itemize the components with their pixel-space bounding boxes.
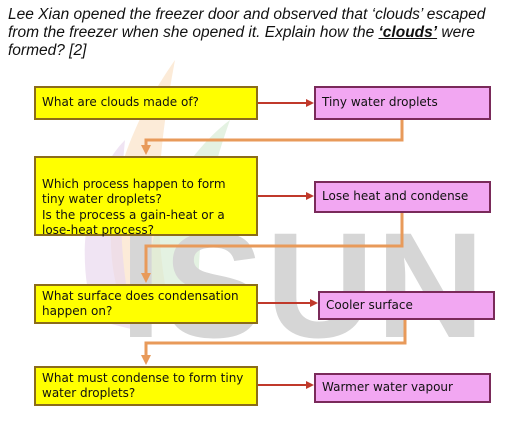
elbow-1-to-2	[141, 120, 404, 155]
answer-box-1: Tiny water droplets	[314, 86, 491, 120]
clouds-emphasis: ‘clouds’	[378, 24, 438, 41]
prompt-text-1: What are clouds made of?	[42, 95, 199, 110]
answer-box-2: Lose heat and condense	[314, 181, 491, 213]
answer-text-3: Cooler surface	[326, 297, 413, 312]
prompt-box-3: What surface does condensation happen on…	[34, 284, 258, 324]
answer-box-4: Warmer water vapour	[314, 373, 491, 403]
question-line-1: Lee Xian opened the freezer door and obs…	[8, 6, 486, 23]
question-text: Lee Xian opened the freezer door and obs…	[8, 6, 518, 60]
answer-text-2: Lose heat and condense	[322, 189, 469, 204]
elbow-3-to-4	[141, 320, 407, 365]
prompt-box-4: What must condense to form tiny water dr…	[34, 366, 258, 406]
answer-text-1: Tiny water droplets	[322, 95, 438, 110]
question-line-2: from the freezer when she opened it. Exp…	[8, 24, 475, 41]
prompt-box-2: Which process happen to form tiny water …	[34, 156, 258, 238]
prompt-text-3: What surface does condensation happen on…	[42, 288, 239, 319]
prompt-box-1: What are clouds made of?	[34, 86, 258, 120]
question-line-3: formed? [2]	[8, 42, 87, 59]
answer-box-3: Cooler surface	[318, 291, 495, 320]
prompt-text-2: Which process happen to form tiny water …	[42, 176, 226, 238]
prompt-text-4: What must condense to form tiny water dr…	[42, 370, 244, 401]
answer-text-4: Warmer water vapour	[322, 380, 453, 395]
elbow-2-to-3	[141, 213, 404, 283]
